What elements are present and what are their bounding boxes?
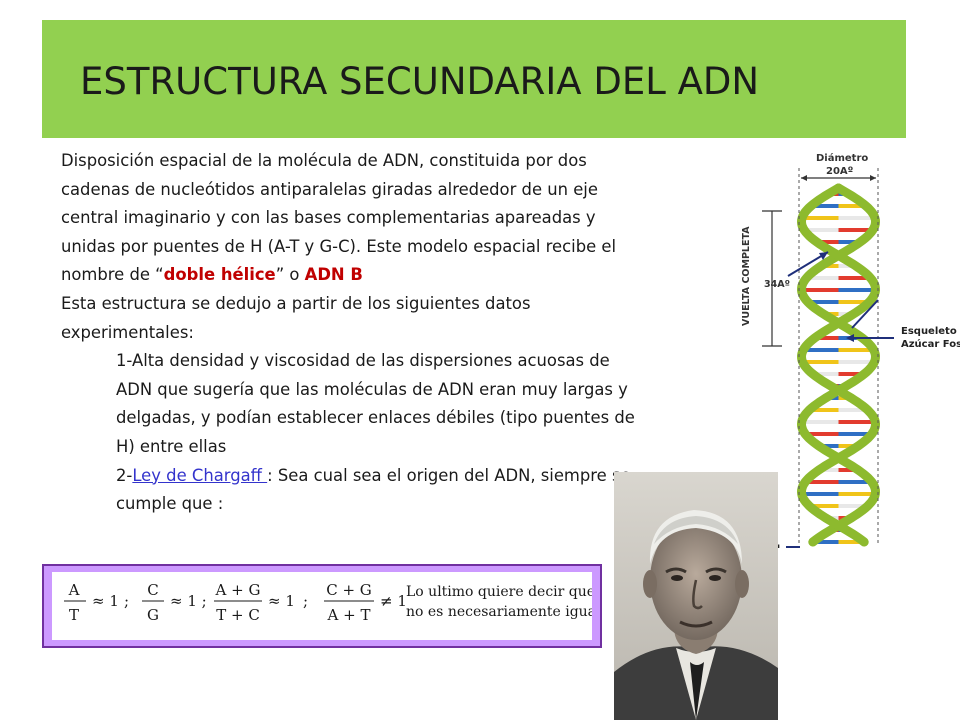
definition-connector: ” o bbox=[275, 265, 305, 285]
dna-helix-diagram: Diámetro 20Aº VUELTA COMPLETA 34Aº Esque… bbox=[741, 152, 960, 548]
list-item-2-text: : Sea cual sea el origen del ADN, siempr… bbox=[116, 465, 631, 514]
scientist-portrait-icon bbox=[614, 472, 778, 720]
f3-numerator: A + G bbox=[215, 581, 261, 599]
f1-relation: ≈ 1 bbox=[92, 592, 119, 610]
helix-strand-a bbox=[796, 183, 881, 547]
formula-panel: A T ≈ 1 ; C G ≈ 1 ; A + G T + C ≈ 1 ; C … bbox=[52, 572, 592, 640]
f4-denominator: A + T bbox=[327, 606, 371, 624]
chargaff-link[interactable]: Ley de Chargaff bbox=[132, 465, 268, 485]
diametro-label: Diámetro bbox=[816, 152, 868, 164]
diametro-value: 20Aº bbox=[826, 166, 854, 177]
vuelta-completa-label: VUELTA COMPLETA bbox=[741, 226, 752, 326]
backbone-arrowhead bbox=[846, 334, 854, 342]
backbone-arrow-2 bbox=[851, 299, 879, 329]
pitch-arrowhead bbox=[819, 252, 828, 260]
list-item-1: 1-Alta densidad y viscosidad de las disp… bbox=[116, 351, 635, 456]
adn-b-highlight: ADN B bbox=[304, 265, 363, 285]
separator-3: ; bbox=[303, 592, 308, 610]
f4-relation: ≠ 1 bbox=[380, 592, 407, 610]
f2-numerator: C bbox=[147, 581, 158, 599]
helix-strands bbox=[796, 183, 881, 547]
f1-numerator: A bbox=[68, 581, 80, 599]
slide-title: ESTRUCTURA SECUNDARIA DEL ADN bbox=[80, 60, 760, 103]
f3-denominator: T + C bbox=[216, 606, 260, 624]
chargaff-formulas: A T ≈ 1 ; C G ≈ 1 ; A + G T + C ≈ 1 ; C … bbox=[64, 581, 592, 624]
paragraph-definition: Disposición espacial de la molécula de A… bbox=[61, 147, 641, 290]
separator-1: ; bbox=[124, 592, 129, 610]
f2-relation: ≈ 1 ; bbox=[170, 592, 207, 610]
doble-helice-highlight: doble hélice bbox=[163, 265, 276, 285]
chargaff-formula-box: A T ≈ 1 ; C G ≈ 1 ; A + G T + C ≈ 1 ; C … bbox=[42, 564, 602, 648]
f3-relation: ≈ 1 bbox=[268, 592, 295, 610]
body-text: Disposición espacial de la molécula de A… bbox=[61, 147, 641, 519]
f2-denominator: G bbox=[147, 606, 159, 624]
list-item-2: 2-Ley de Chargaff : Sea cual sea el orig… bbox=[61, 462, 641, 519]
pitch-value: 34Aº bbox=[764, 279, 790, 290]
definition-text: Disposición espacial de la molécula de A… bbox=[61, 151, 617, 285]
esqueleto-label: Esqueleto bbox=[901, 326, 957, 337]
list-item-2-prefix: 2- bbox=[116, 465, 133, 485]
helix-strand-b bbox=[796, 183, 881, 547]
formula-note-line1: Lo ultimo quiere decir que bbox=[406, 584, 592, 600]
f4-numerator: C + G bbox=[326, 581, 372, 599]
azucar-fosfato-label: Azúcar Fos bbox=[901, 338, 960, 350]
paragraph-intro: Esta estructura se dedujo a partir de lo… bbox=[61, 293, 531, 342]
title-bar: ESTRUCTURA SECUNDARIA DEL ADN bbox=[42, 20, 906, 138]
formula-note-line2: no es necesariamente igual. bbox=[406, 604, 592, 620]
f1-denominator: T bbox=[69, 606, 79, 624]
